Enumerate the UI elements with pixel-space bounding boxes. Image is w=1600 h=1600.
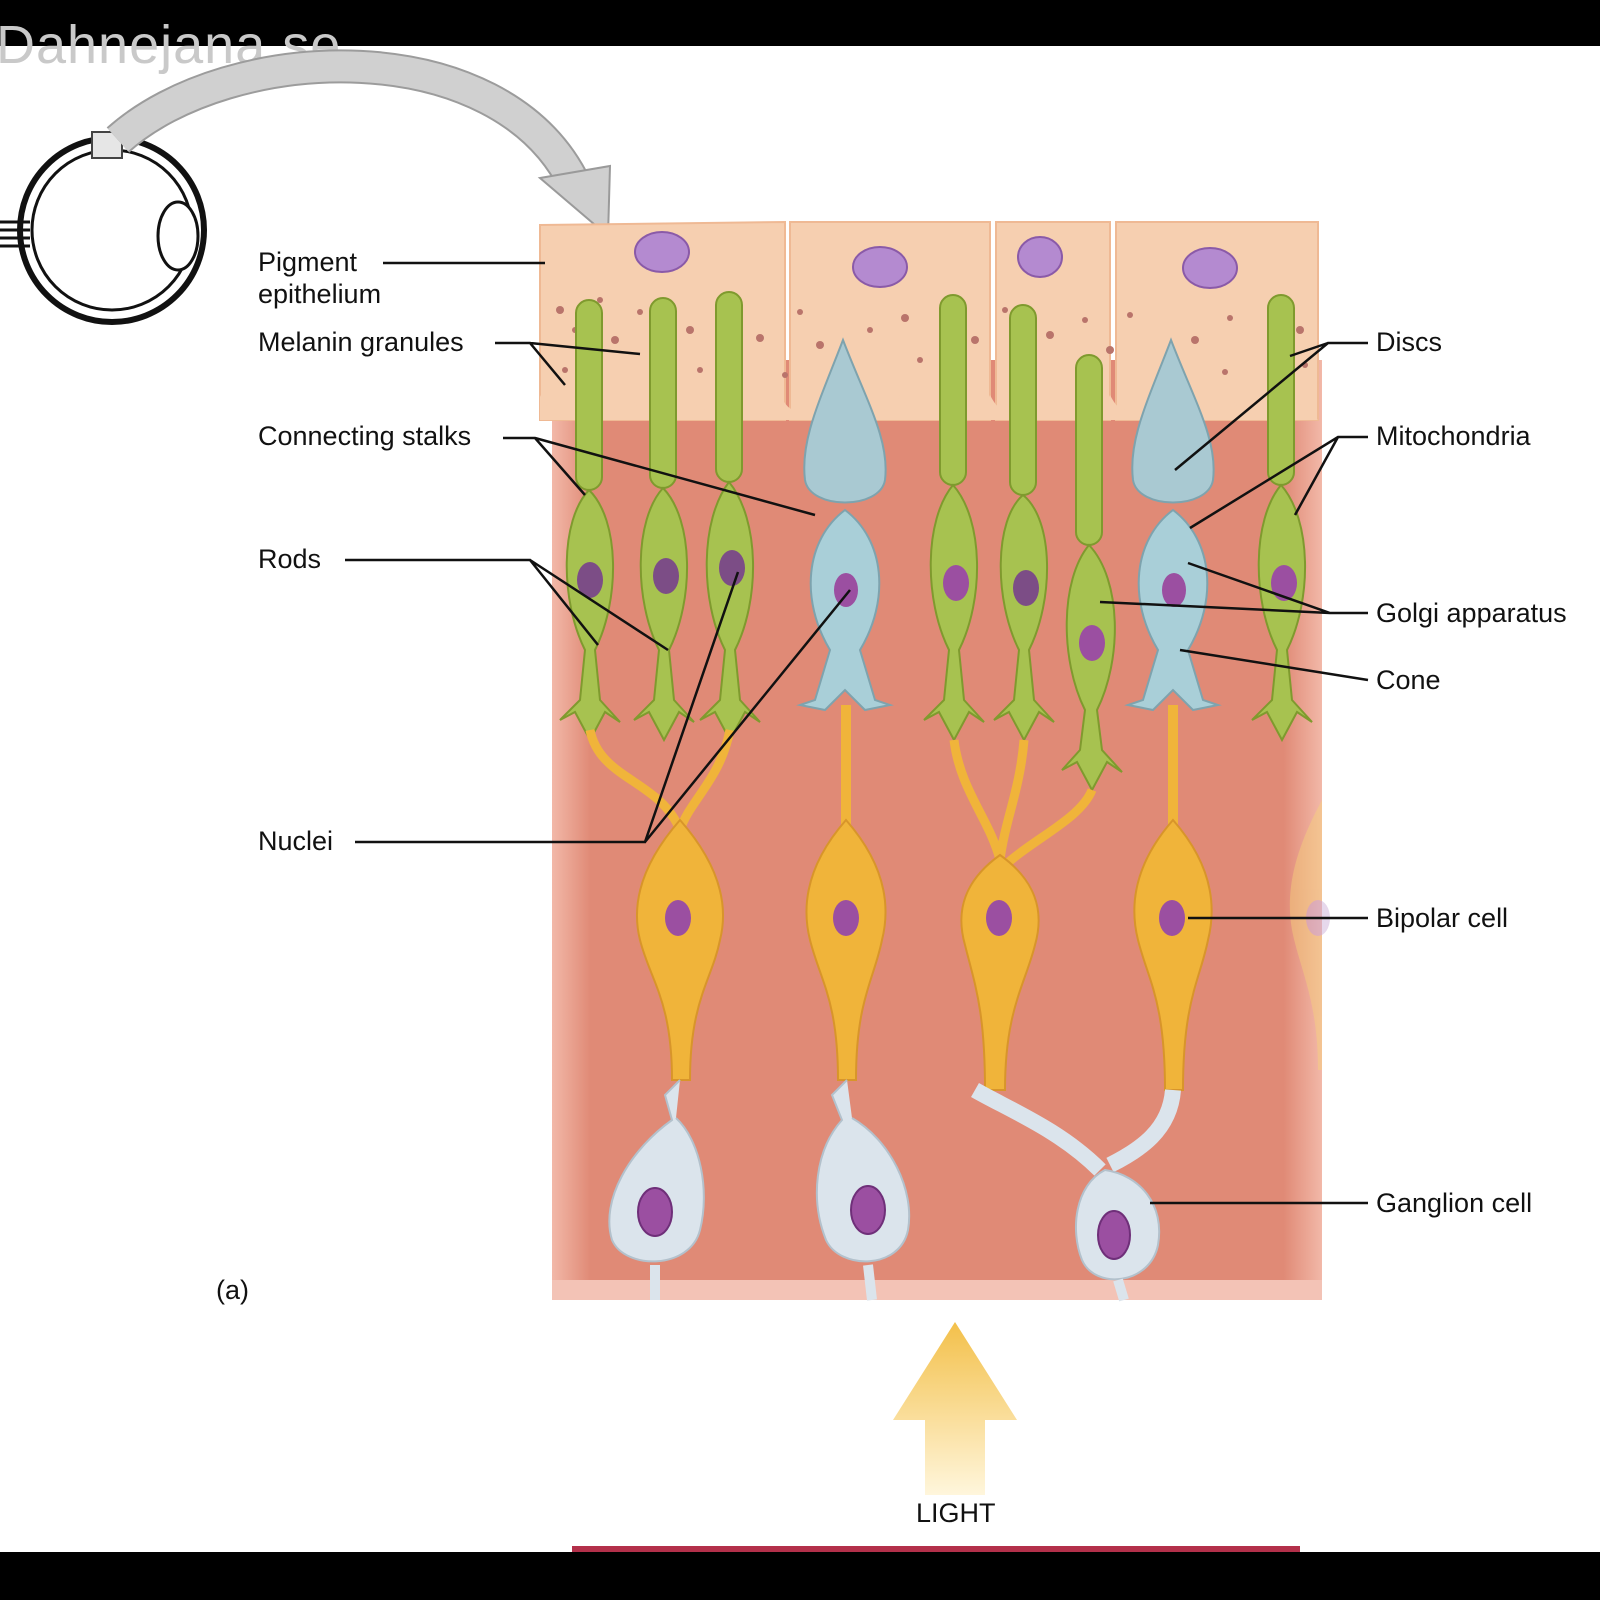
- label-light: LIGHT: [916, 1498, 996, 1528]
- cone-cells: [796, 337, 1222, 712]
- light-arrow-icon: [893, 1322, 1017, 1495]
- label-pigment-epithelium: Pigment epithelium: [258, 246, 381, 310]
- bottom-black-bar: [0, 1552, 1600, 1600]
- label-ganglion-cell: Ganglion cell: [1376, 1188, 1533, 1218]
- label-bipolar-cell: Bipolar cell: [1376, 903, 1509, 933]
- rod-cells: [559, 291, 1313, 793]
- curved-arrow-icon: [106, 49, 612, 239]
- label-pigment-line2: epithelium: [258, 279, 382, 309]
- cropped-bottom-strip: [572, 1546, 1300, 1554]
- label-discs: Discs: [1376, 327, 1442, 357]
- label-connecting-stalks: Connecting stalks: [258, 421, 472, 451]
- label-melanin-granules: Melanin granules: [258, 327, 464, 357]
- ganglion-cells: [608, 1079, 1181, 1302]
- label-nuclei: Nuclei: [258, 826, 334, 856]
- label-pigment-line1: Pigment: [258, 247, 358, 277]
- bipolar-cells: [585, 705, 1330, 1091]
- leader-lines: [345, 261, 1369, 1205]
- label-panel-a: (a): [216, 1275, 249, 1305]
- top-black-bar: [0, 0, 1600, 46]
- label-mitochondria: Mitochondria: [1376, 421, 1531, 451]
- label-rods: Rods: [258, 544, 322, 574]
- label-cone: Cone: [1376, 665, 1441, 695]
- label-golgi-apparatus: Golgi apparatus: [1376, 598, 1567, 628]
- eye-schematic-icon: [0, 131, 207, 325]
